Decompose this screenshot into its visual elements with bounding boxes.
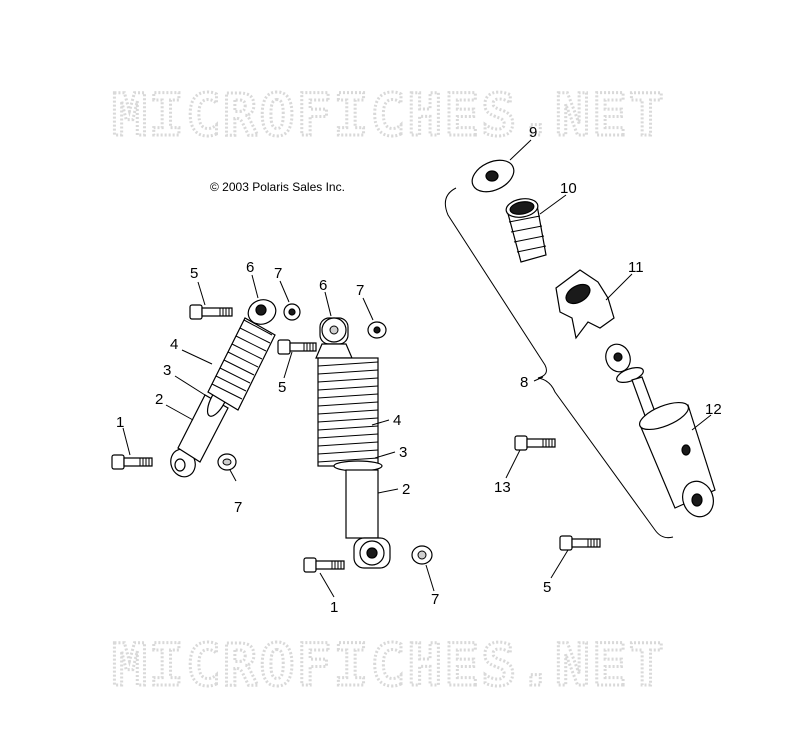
center-shock-absorber xyxy=(315,317,391,569)
center-shock-spring xyxy=(317,357,379,467)
callout-13: 13 xyxy=(494,479,511,496)
callout-1-left: 1 xyxy=(116,414,124,431)
callout-12: 12 xyxy=(705,401,722,418)
callout-4-center: 4 xyxy=(393,412,401,429)
callout-10: 10 xyxy=(560,180,577,197)
copyright-text: © 2003 Polaris Sales Inc. xyxy=(210,180,345,194)
leader-lines xyxy=(122,139,712,598)
callout-5-upper-left: 5 xyxy=(190,265,198,282)
callout-3-left: 3 xyxy=(163,362,171,379)
part-9-retainer xyxy=(471,159,515,193)
callout-2-left: 2 xyxy=(155,391,163,408)
callout-7-lower-center: 7 xyxy=(431,591,439,608)
callout-7-lower-left: 7 xyxy=(234,499,242,516)
bolt-1-left xyxy=(111,454,153,470)
watermark-top: MICROFICHES.NET xyxy=(112,81,666,149)
callout-6-left: 6 xyxy=(246,259,254,276)
nut-7-upper-center xyxy=(367,321,387,339)
part-11-adjuster-collar xyxy=(555,269,615,340)
nut-7-lower-left xyxy=(217,453,237,471)
bolt-5-right xyxy=(559,535,601,551)
part-10-bumper xyxy=(505,198,547,263)
callout-7-upper-left: 7 xyxy=(274,265,282,282)
bolt-1-center xyxy=(303,557,345,573)
callout-7-upper-center: 7 xyxy=(356,282,364,299)
assembly-8-bracket xyxy=(444,187,674,539)
callout-labels: 1 2 3 4 5 6 7 7 5 6 7 4 3 2 1 7 9 10 11 … xyxy=(116,124,722,616)
callout-3-center: 3 xyxy=(399,444,407,461)
callout-5-middle: 5 xyxy=(278,379,286,396)
left-shock-spring xyxy=(207,317,276,411)
nut-7-upper-left xyxy=(283,303,301,321)
callout-2-center: 2 xyxy=(402,481,410,498)
callout-8: 8 xyxy=(520,374,528,391)
left-shock-absorber xyxy=(170,299,277,478)
callout-6-center: 6 xyxy=(319,277,327,294)
watermark-bottom: MICROFICHES.NET xyxy=(112,631,666,699)
callout-9: 9 xyxy=(529,124,537,141)
callout-5-right: 5 xyxy=(543,579,551,596)
nut-7-lower-center xyxy=(411,545,433,565)
callout-4-left: 4 xyxy=(170,336,178,353)
bolt-5-upper-left xyxy=(189,304,233,320)
callout-11: 11 xyxy=(628,259,644,276)
bolt-5-middle xyxy=(277,339,317,355)
callout-1-center: 1 xyxy=(330,599,338,616)
part-12-shock-body xyxy=(605,343,716,518)
bolt-13 xyxy=(514,435,556,451)
